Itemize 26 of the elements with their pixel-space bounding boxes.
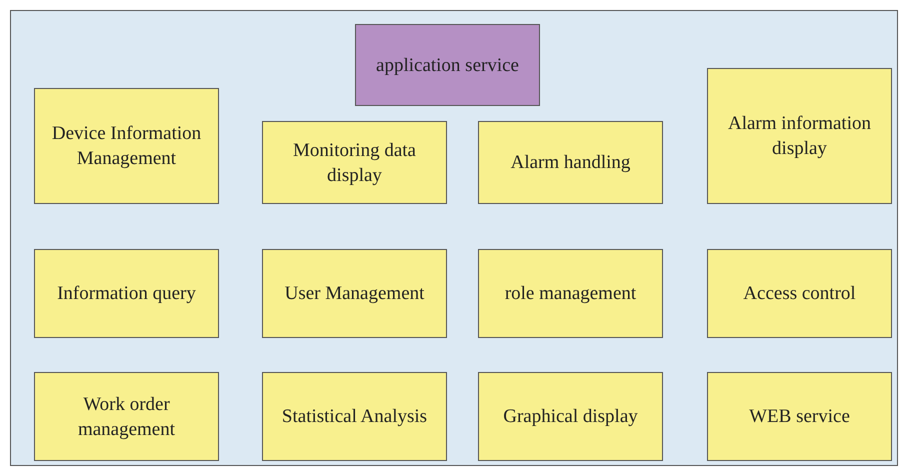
box-label: Device Information Management [50, 122, 202, 171]
box-label: Access control [743, 282, 856, 306]
box-label: User Management [284, 282, 424, 306]
module-box [34, 249, 219, 338]
box-label: WEB service [749, 405, 850, 429]
box-label: Monitoring data display [292, 138, 417, 188]
box-label: Information query [57, 282, 196, 306]
module-box [262, 372, 447, 461]
box-label: Alarm handling [510, 151, 630, 175]
module-box [34, 88, 219, 204]
module-box [262, 249, 447, 338]
module-box [707, 68, 892, 204]
box-label: role management [504, 282, 636, 306]
service-box [355, 24, 540, 106]
box-label: Statistical Analysis [282, 405, 428, 429]
module-box [34, 372, 219, 461]
module-box [262, 121, 447, 204]
box-label: application service [376, 54, 519, 78]
box-label: Alarm information display [727, 112, 872, 161]
module-box [707, 372, 892, 461]
module-box [478, 372, 663, 461]
box-label: Graphical display [503, 405, 638, 429]
module-box [478, 121, 663, 204]
module-box [478, 249, 663, 338]
module-box [707, 249, 892, 338]
box-label: Work order management [76, 392, 176, 442]
